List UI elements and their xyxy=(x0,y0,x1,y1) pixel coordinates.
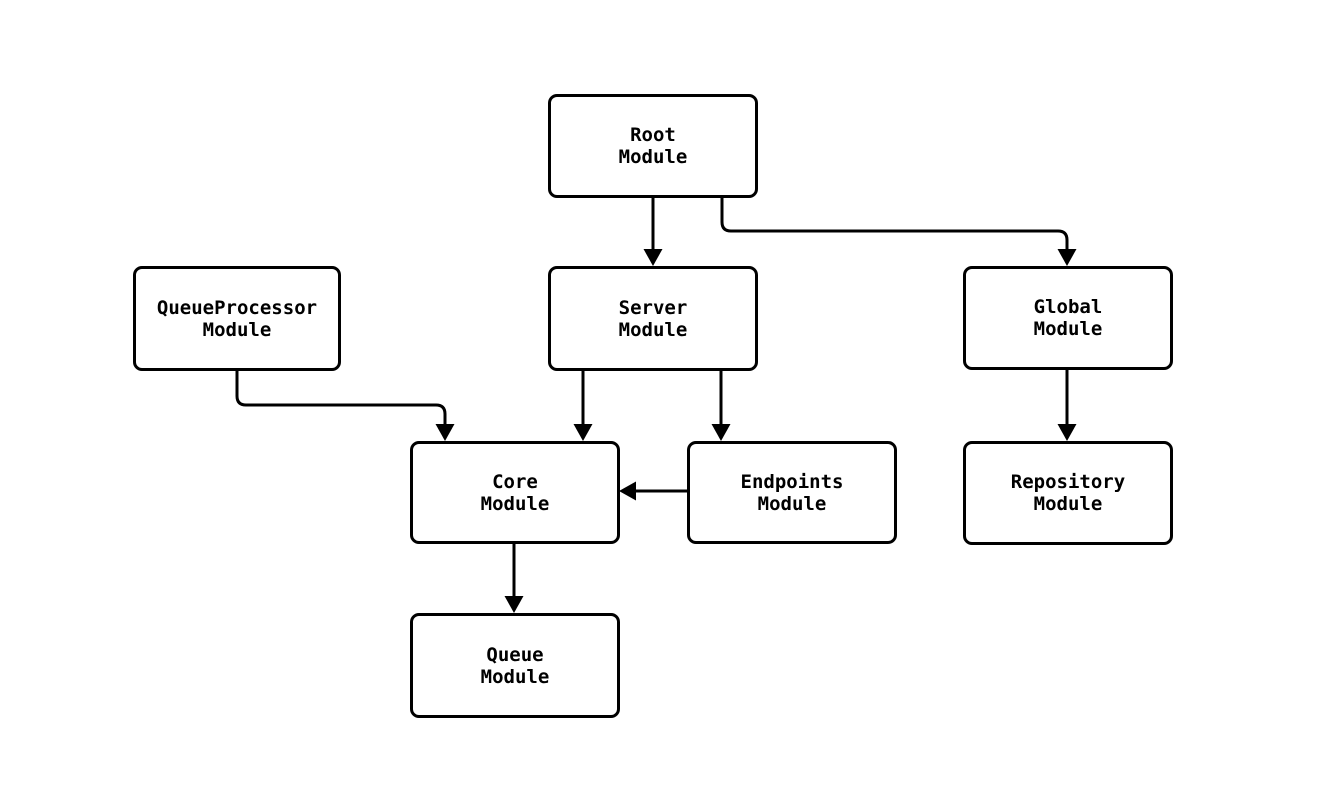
node-label-line-2: Module xyxy=(202,318,272,341)
node-label-line-1: Root xyxy=(630,124,676,146)
edge-queueprocessor-to-core-arrowhead-icon xyxy=(435,424,455,441)
edge-server-to-core xyxy=(573,371,593,441)
edge-queueprocessor-to-core xyxy=(235,371,455,441)
node-label-line-1: Core xyxy=(492,470,538,493)
node-label-line-1: Queue xyxy=(486,643,544,666)
edge-endpoints-to-core-arrowhead-icon xyxy=(619,481,636,501)
edge-server-to-endpoints-arrowhead-icon xyxy=(711,424,731,441)
node-label-line-1: QueueProcessor xyxy=(156,296,318,319)
node-label-line-1: Global xyxy=(1033,296,1103,318)
node-label-line-2: Module xyxy=(480,665,550,688)
edge-root-to-server-arrowhead-icon xyxy=(643,249,663,266)
node-label-line-2: Module xyxy=(1033,493,1103,515)
node-label-line-2: Module xyxy=(480,492,550,515)
edge-root-to-server xyxy=(643,198,663,266)
node-label-line-2: Module xyxy=(1033,318,1103,340)
edge-core-to-queue-arrowhead-icon xyxy=(504,596,524,613)
edge-root-to-global-line xyxy=(720,198,1069,255)
edge-server-to-endpoints xyxy=(711,371,731,441)
node-label-line-2: Module xyxy=(618,146,688,168)
edge-root-to-global-arrowhead-icon xyxy=(1057,249,1077,266)
node-label-line-1: Endpoints xyxy=(740,470,844,493)
node-label-line-1: Server xyxy=(618,296,688,319)
edge-queueprocessor-to-core-line xyxy=(235,371,447,430)
node-label-line-2: Module xyxy=(757,492,827,515)
node-label-line-2: Module xyxy=(618,318,688,341)
edge-endpoints-to-core xyxy=(619,481,687,501)
node-label-line-1: Repository xyxy=(1010,471,1126,493)
edge-root-to-global xyxy=(720,198,1077,266)
edge-server-to-core-arrowhead-icon xyxy=(573,424,593,441)
edge-core-to-queue xyxy=(504,544,524,613)
edge-global-to-repository-arrowhead-icon xyxy=(1057,424,1077,441)
edge-global-to-repository xyxy=(1057,370,1077,441)
